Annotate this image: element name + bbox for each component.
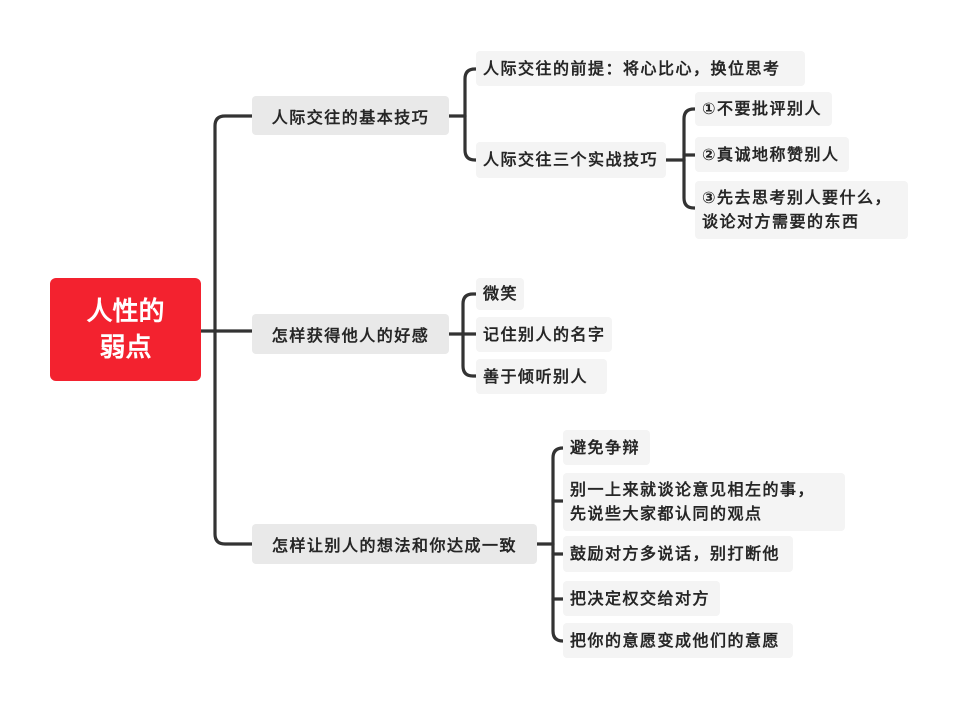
subtopic-skill-no-criticism: ①不要批评别人 xyxy=(695,92,832,126)
subtopic-smile: 微笑 xyxy=(476,278,524,310)
connector-agreement-to-wishes xyxy=(551,542,565,643)
subtopic-listen: 善于倾听别人 xyxy=(476,359,607,394)
connector-likability-to-listen xyxy=(461,332,478,378)
subtopic-practical-skills: 人际交往三个实战技巧 xyxy=(476,142,666,178)
main-topic-label: 人际交往的基本技巧 xyxy=(271,107,430,127)
connector-likability-to-smile xyxy=(461,292,478,336)
subtopic-common-ground: 别一上来就谈论意见相左的事， 先说些大家都认同的观点 xyxy=(563,473,845,531)
connector-practical-to-skill-1 xyxy=(682,107,697,162)
subtopic-label: 避免争辩 xyxy=(570,437,641,457)
central-topic-line-1: 人性的 xyxy=(86,296,165,327)
subtopic-label: ①不要批评别人 xyxy=(702,99,823,118)
subtopic-make-wishes-theirs: 把你的意愿变成他们的意愿 xyxy=(563,623,793,658)
connector-agreement-to-avoid-argue xyxy=(551,446,565,546)
subtopic-label: 人际交往三个实战技巧 xyxy=(483,150,659,169)
connector-root-to-agreement xyxy=(213,329,254,546)
subtopic-label: 把你的意愿变成他们的意愿 xyxy=(570,630,781,650)
main-topic-label: 怎样让别人的想法和你达成一致 xyxy=(271,536,517,555)
connector-basic-skills-to-practical xyxy=(463,114,478,162)
main-topic-label: 怎样获得他人的好感 xyxy=(271,326,430,345)
subtopic-let-them-talk: 鼓励对方多说话，别打断他 xyxy=(563,536,793,572)
subtopic-label-line-2: 先说些大家都认同的观点 xyxy=(570,504,763,523)
subtopic-skill-sincere-praise: ②真诚地称赞别人 xyxy=(695,137,849,172)
main-topic-agreement: 怎样让别人的想法和你达成一致 xyxy=(252,524,537,564)
subtopic-label: 微笑 xyxy=(483,284,519,303)
subtopic-label: 鼓励对方多说话，别打断他 xyxy=(570,544,781,563)
subtopic-premise: 人际交往的前提：将心比心，换位思考 xyxy=(476,51,805,86)
subtopic-skill-their-needs: ③先去思考别人要什么， 谈论对方需要的东西 xyxy=(695,181,908,239)
subtopic-label: ②真诚地称赞别人 xyxy=(702,144,840,164)
subtopic-label: 人际交往的前提：将心比心，换位思考 xyxy=(483,58,781,78)
subtopic-label-line-1: 别一上来就谈论意见相左的事， xyxy=(570,480,816,499)
subtopic-label: 善于倾听别人 xyxy=(483,366,589,386)
subtopic-label-line-2: 谈论对方需要的东西 xyxy=(702,212,860,231)
main-topic-basic-skills: 人际交往的基本技巧 xyxy=(252,96,449,135)
connector-root-to-basic-skills xyxy=(213,114,254,333)
central-topic: 人性的 弱点 xyxy=(50,278,201,381)
subtopic-avoid-argument: 避免争辩 xyxy=(563,430,650,465)
connector-basic-skills-to-premise xyxy=(463,67,478,118)
subtopic-label: 记住别人的名字 xyxy=(483,324,606,344)
connector-practical-to-skill-3 xyxy=(682,158,697,210)
main-topic-likability: 怎样获得他人的好感 xyxy=(252,314,449,354)
subtopic-remember-names: 记住别人的名字 xyxy=(476,317,612,352)
central-topic-line-2: 弱点 xyxy=(99,332,152,363)
subtopic-label: 把决定权交给对方 xyxy=(570,588,711,608)
subtopic-give-decision: 把决定权交给对方 xyxy=(563,581,720,616)
subtopic-label-line-1: ③先去思考别人要什么， xyxy=(702,188,893,207)
